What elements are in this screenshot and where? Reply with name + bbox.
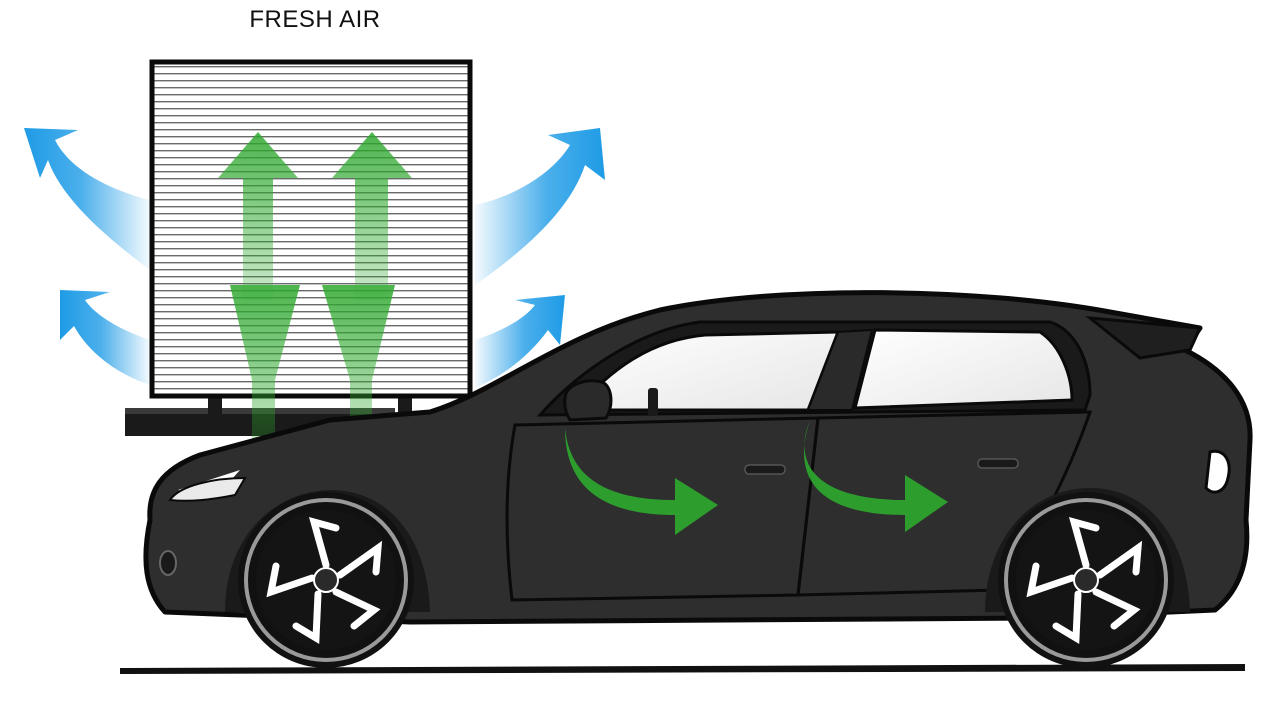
alloy-wheel-icon	[998, 492, 1174, 668]
cabin-airflow-arrows	[565, 420, 948, 535]
tail-light	[1204, 449, 1231, 494]
rear-window	[853, 328, 1074, 410]
blue-airflow-arrow-icon	[60, 290, 150, 385]
alloy-wheel-icon	[238, 492, 414, 668]
left-exhaust-arrows	[24, 128, 150, 385]
green-airflow-arrow-icon	[565, 428, 718, 535]
b-pillar	[806, 328, 874, 411]
cabin-air-filter-icon	[149, 59, 473, 399]
rear-spoiler	[1085, 316, 1203, 360]
front-door	[505, 416, 820, 602]
right-exhaust-arrows	[475, 128, 605, 388]
green-airflow-arrow-icon	[322, 285, 395, 455]
fog-light	[159, 550, 177, 576]
blue-airflow-arrow-icon	[24, 128, 150, 270]
seat-back	[648, 388, 658, 416]
ground-shadow	[120, 664, 1245, 674]
rear-door-handle[interactable]	[977, 458, 1019, 469]
green-airflow-arrow-icon	[804, 420, 948, 532]
headlight	[168, 476, 247, 502]
green-airflow-arrow-icon	[332, 132, 412, 300]
blue-airflow-arrow-icon	[475, 128, 605, 285]
front-door-handle[interactable]	[744, 464, 786, 475]
green-airflow-arrow-icon	[230, 285, 300, 465]
green-airflow-arrow-icon	[218, 132, 298, 300]
filter-airflow-arrows	[218, 132, 412, 465]
side-mirror	[563, 379, 613, 422]
blue-airflow-arrow-icon	[475, 295, 565, 388]
fresh-air-label: FRESH AIR	[249, 6, 381, 33]
